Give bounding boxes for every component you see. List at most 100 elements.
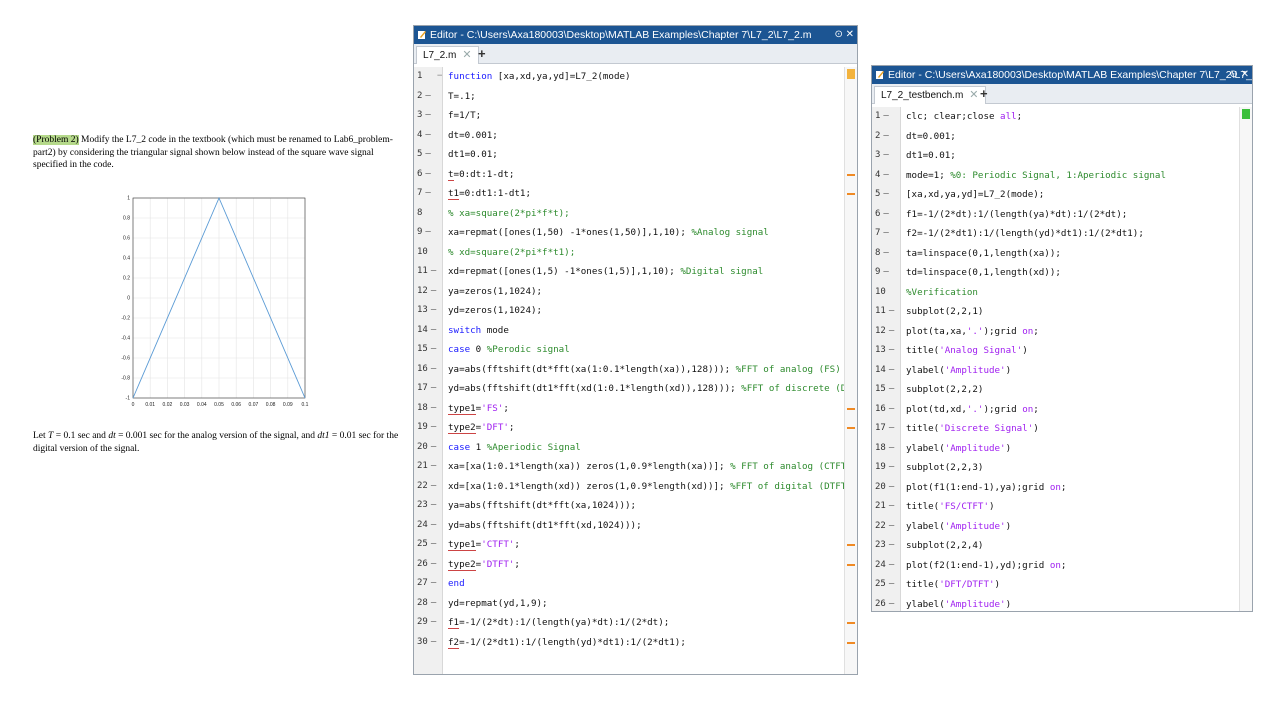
- code-line[interactable]: 26–type2='DTFT';: [414, 555, 857, 575]
- code-line[interactable]: 28–yd=repmat(yd,1,9);: [414, 594, 857, 614]
- code-line[interactable]: 10%Verification: [872, 283, 1252, 303]
- code-line[interactable]: 6–f1=-1/(2*dt):1/(length(ya)*dt):1/(2*dt…: [872, 205, 1252, 225]
- code-line[interactable]: 2–T=.1;: [414, 87, 857, 107]
- editor-window-l7-2[interactable]: Editor - C:\Users\Axa180003\Desktop\MATL…: [413, 25, 858, 675]
- code-line[interactable]: 14–ylabel('Amplitude'): [872, 361, 1252, 381]
- code-line[interactable]: 24–plot(f2(1:end-1),yd);grid on;: [872, 556, 1252, 576]
- warning-indicator[interactable]: [847, 69, 855, 79]
- code-line[interactable]: 25–title('DFT/DTFT'): [872, 575, 1252, 595]
- code-line[interactable]: 4–mode=1; %0: Periodic Signal, 1:Aperiod…: [872, 166, 1252, 186]
- code-line[interactable]: 1−function [xa,xd,ya,yd]=L7_2(mode): [414, 67, 857, 87]
- code-text: dt=0.001;: [906, 130, 956, 142]
- code-line[interactable]: 16–plot(td,xd,'.');grid on;: [872, 400, 1252, 420]
- code-area[interactable]: 1−function [xa,xd,ya,yd]=L7_2(mode)2–T=.…: [414, 67, 857, 674]
- close-icon[interactable]: ✕: [845, 29, 854, 40]
- fold-icon[interactable]: −: [437, 71, 443, 81]
- code-line[interactable]: 13–title('Analog Signal'): [872, 341, 1252, 361]
- help-icon[interactable]: ⊙: [1229, 69, 1238, 80]
- code-line[interactable]: 22–xd=[xa(1:0.1*length(xd)) zeros(1,0.9*…: [414, 477, 857, 497]
- code-line[interactable]: 3–dt1=0.01;: [872, 146, 1252, 166]
- code-line[interactable]: 12–plot(ta,xa,'.');grid on;: [872, 322, 1252, 342]
- code-line[interactable]: 23–ya=abs(fftshift(dt*fft(xa,1024)));: [414, 496, 857, 516]
- code-text: yd=abs(fftshift(dt1*fft(xd(1:0.1*length(…: [448, 383, 858, 394]
- code-line[interactable]: 19–subplot(2,2,3): [872, 458, 1252, 478]
- code-line[interactable]: 20–case 1 %Aperiodic Signal: [414, 438, 857, 458]
- editor-window-l7-2-testbench[interactable]: Editor - C:\Users\Axa180003\Desktop\MATL…: [871, 65, 1253, 612]
- line-number: 5–: [875, 189, 889, 199]
- line-number: 14–: [417, 324, 437, 335]
- code-line[interactable]: 23–subplot(2,2,4): [872, 536, 1252, 556]
- line-number: 23–: [417, 500, 437, 510]
- code-line[interactable]: 21–xa=[xa(1:0.1*length(xa)) zeros(1,0.9*…: [414, 457, 857, 477]
- plus-icon[interactable]: +: [478, 46, 486, 61]
- code-line[interactable]: 25–type1='CTFT';: [414, 535, 857, 555]
- code-line[interactable]: 5–[xa,xd,ya,yd]=L7_2(mode);: [872, 185, 1252, 205]
- help-icon[interactable]: ⊙: [834, 29, 843, 40]
- code-line[interactable]: 27–end: [414, 574, 857, 594]
- warning-mark[interactable]: [847, 193, 855, 195]
- code-line[interactable]: 10% xd=square(2*pi*f*t1);: [414, 243, 857, 263]
- code-line[interactable]: 18–type1='FS';: [414, 399, 857, 419]
- code-line[interactable]: 9–td=linspace(0,1,length(xd));: [872, 263, 1252, 283]
- code-analyzer-bar[interactable]: [844, 67, 857, 674]
- code-line[interactable]: 16–ya=abs(fftshift(dt*fft(xa(1:0.1*lengt…: [414, 360, 857, 380]
- warning-mark[interactable]: [847, 173, 855, 176]
- code-line[interactable]: 13–yd=zeros(1,1024);: [414, 301, 857, 321]
- line-number: 21–: [875, 501, 895, 511]
- code-line[interactable]: 14–switch mode: [414, 321, 857, 341]
- tab-l7-2[interactable]: L7_2.m✕: [416, 46, 479, 64]
- code-text: xd=[xa(1:0.1*length(xd)) zeros(1,0.9*len…: [448, 480, 852, 492]
- warning-mark[interactable]: [847, 641, 855, 644]
- code-analyzer-bar[interactable]: [1239, 107, 1252, 611]
- warning-mark[interactable]: [847, 407, 855, 410]
- warning-mark[interactable]: [847, 544, 855, 546]
- code-line[interactable]: 26–ylabel('Amplitude'): [872, 595, 1252, 612]
- code-line[interactable]: 24–yd=abs(fftshift(dt1*fft(xd,1024)));: [414, 516, 857, 536]
- line-number: 21–: [417, 461, 437, 471]
- editor-titlebar[interactable]: Editor - C:\Users\Axa180003\Desktop\MATL…: [414, 26, 857, 44]
- code-text: subplot(2,2,1): [906, 306, 984, 317]
- code-line[interactable]: 11–subplot(2,2,1): [872, 302, 1252, 322]
- code-line[interactable]: 15–subplot(2,2,2): [872, 380, 1252, 400]
- code-line[interactable]: 9–xa=repmat([ones(1,50) -1*ones(1,50)],1…: [414, 223, 857, 243]
- code-area[interactable]: 1–clc; clear;close all;2–dt=0.001;3–dt1=…: [872, 107, 1252, 611]
- code-line[interactable]: 22–ylabel('Amplitude'): [872, 517, 1252, 537]
- code-text: type2='DFT';: [448, 422, 515, 434]
- code-line[interactable]: 30–f2=-1/(2*dt1):1/(length(yd)*dt1):1/(2…: [414, 633, 857, 653]
- code-line[interactable]: 15–case 0 %Perodic signal: [414, 340, 857, 360]
- code-lines[interactable]: 1–clc; clear;close all;2–dt=0.001;3–dt1=…: [872, 107, 1252, 612]
- warning-mark[interactable]: [847, 427, 855, 429]
- code-line[interactable]: 11–xd=repmat([ones(1,5) -1*ones(1,5)],1,…: [414, 262, 857, 282]
- code-line[interactable]: 3–f=1/T;: [414, 106, 857, 126]
- code-line[interactable]: 21–title('FS/CTFT'): [872, 497, 1252, 517]
- code-line[interactable]: 17–yd=abs(fftshift(dt1*fft(xd(1:0.1*leng…: [414, 379, 857, 399]
- code-line[interactable]: 29–f1=-1/(2*dt):1/(length(ya)*dt):1/(2*d…: [414, 613, 857, 633]
- code-line[interactable]: 12–ya=zeros(1,1024);: [414, 282, 857, 302]
- code-text: type1='CTFT';: [448, 539, 520, 551]
- tab-close-icon[interactable]: ✕: [462, 49, 472, 61]
- code-line[interactable]: 20–plot(f1(1:end-1),ya);grid on;: [872, 478, 1252, 498]
- code-line[interactable]: 19–type2='DFT';: [414, 418, 857, 438]
- line-number: 26–: [875, 598, 895, 609]
- code-line[interactable]: 8–ta=linspace(0,1,length(xa));: [872, 244, 1252, 264]
- ok-indicator[interactable]: [1242, 109, 1250, 119]
- code-line[interactable]: 4–dt=0.001;: [414, 126, 857, 146]
- warning-mark[interactable]: [847, 563, 855, 566]
- code-text: xa=repmat([ones(1,50) -1*ones(1,50)],1,1…: [448, 227, 769, 238]
- code-line[interactable]: 1–clc; clear;close all;: [872, 107, 1252, 127]
- code-line[interactable]: 6–t=0:dt:1-dt;: [414, 165, 857, 185]
- editor-titlebar[interactable]: Editor - C:\Users\Axa180003\Desktop\MATL…: [872, 66, 1252, 84]
- warning-mark[interactable]: [847, 622, 855, 624]
- code-line[interactable]: 17–title('Discrete Signal'): [872, 419, 1252, 439]
- tab-l7-2-testbench[interactable]: L7_2_testbench.m✕: [874, 86, 986, 104]
- code-line[interactable]: 7–t1=0:dt1:1-dt1;: [414, 184, 857, 204]
- plus-icon[interactable]: +: [980, 86, 988, 101]
- close-icon[interactable]: ✕: [1240, 69, 1249, 80]
- tab-close-icon[interactable]: ✕: [969, 89, 979, 101]
- code-lines[interactable]: 1−function [xa,xd,ya,yd]=L7_2(mode)2–T=.…: [414, 67, 857, 652]
- code-line[interactable]: 7–f2=-1/(2*dt1):1/(length(yd)*dt1):1/(2*…: [872, 224, 1252, 244]
- code-line[interactable]: 5–dt1=0.01;: [414, 145, 857, 165]
- code-line[interactable]: 18–ylabel('Amplitude'): [872, 439, 1252, 459]
- code-line[interactable]: 8% xa=square(2*pi*f*t);: [414, 204, 857, 224]
- code-line[interactable]: 2–dt=0.001;: [872, 127, 1252, 147]
